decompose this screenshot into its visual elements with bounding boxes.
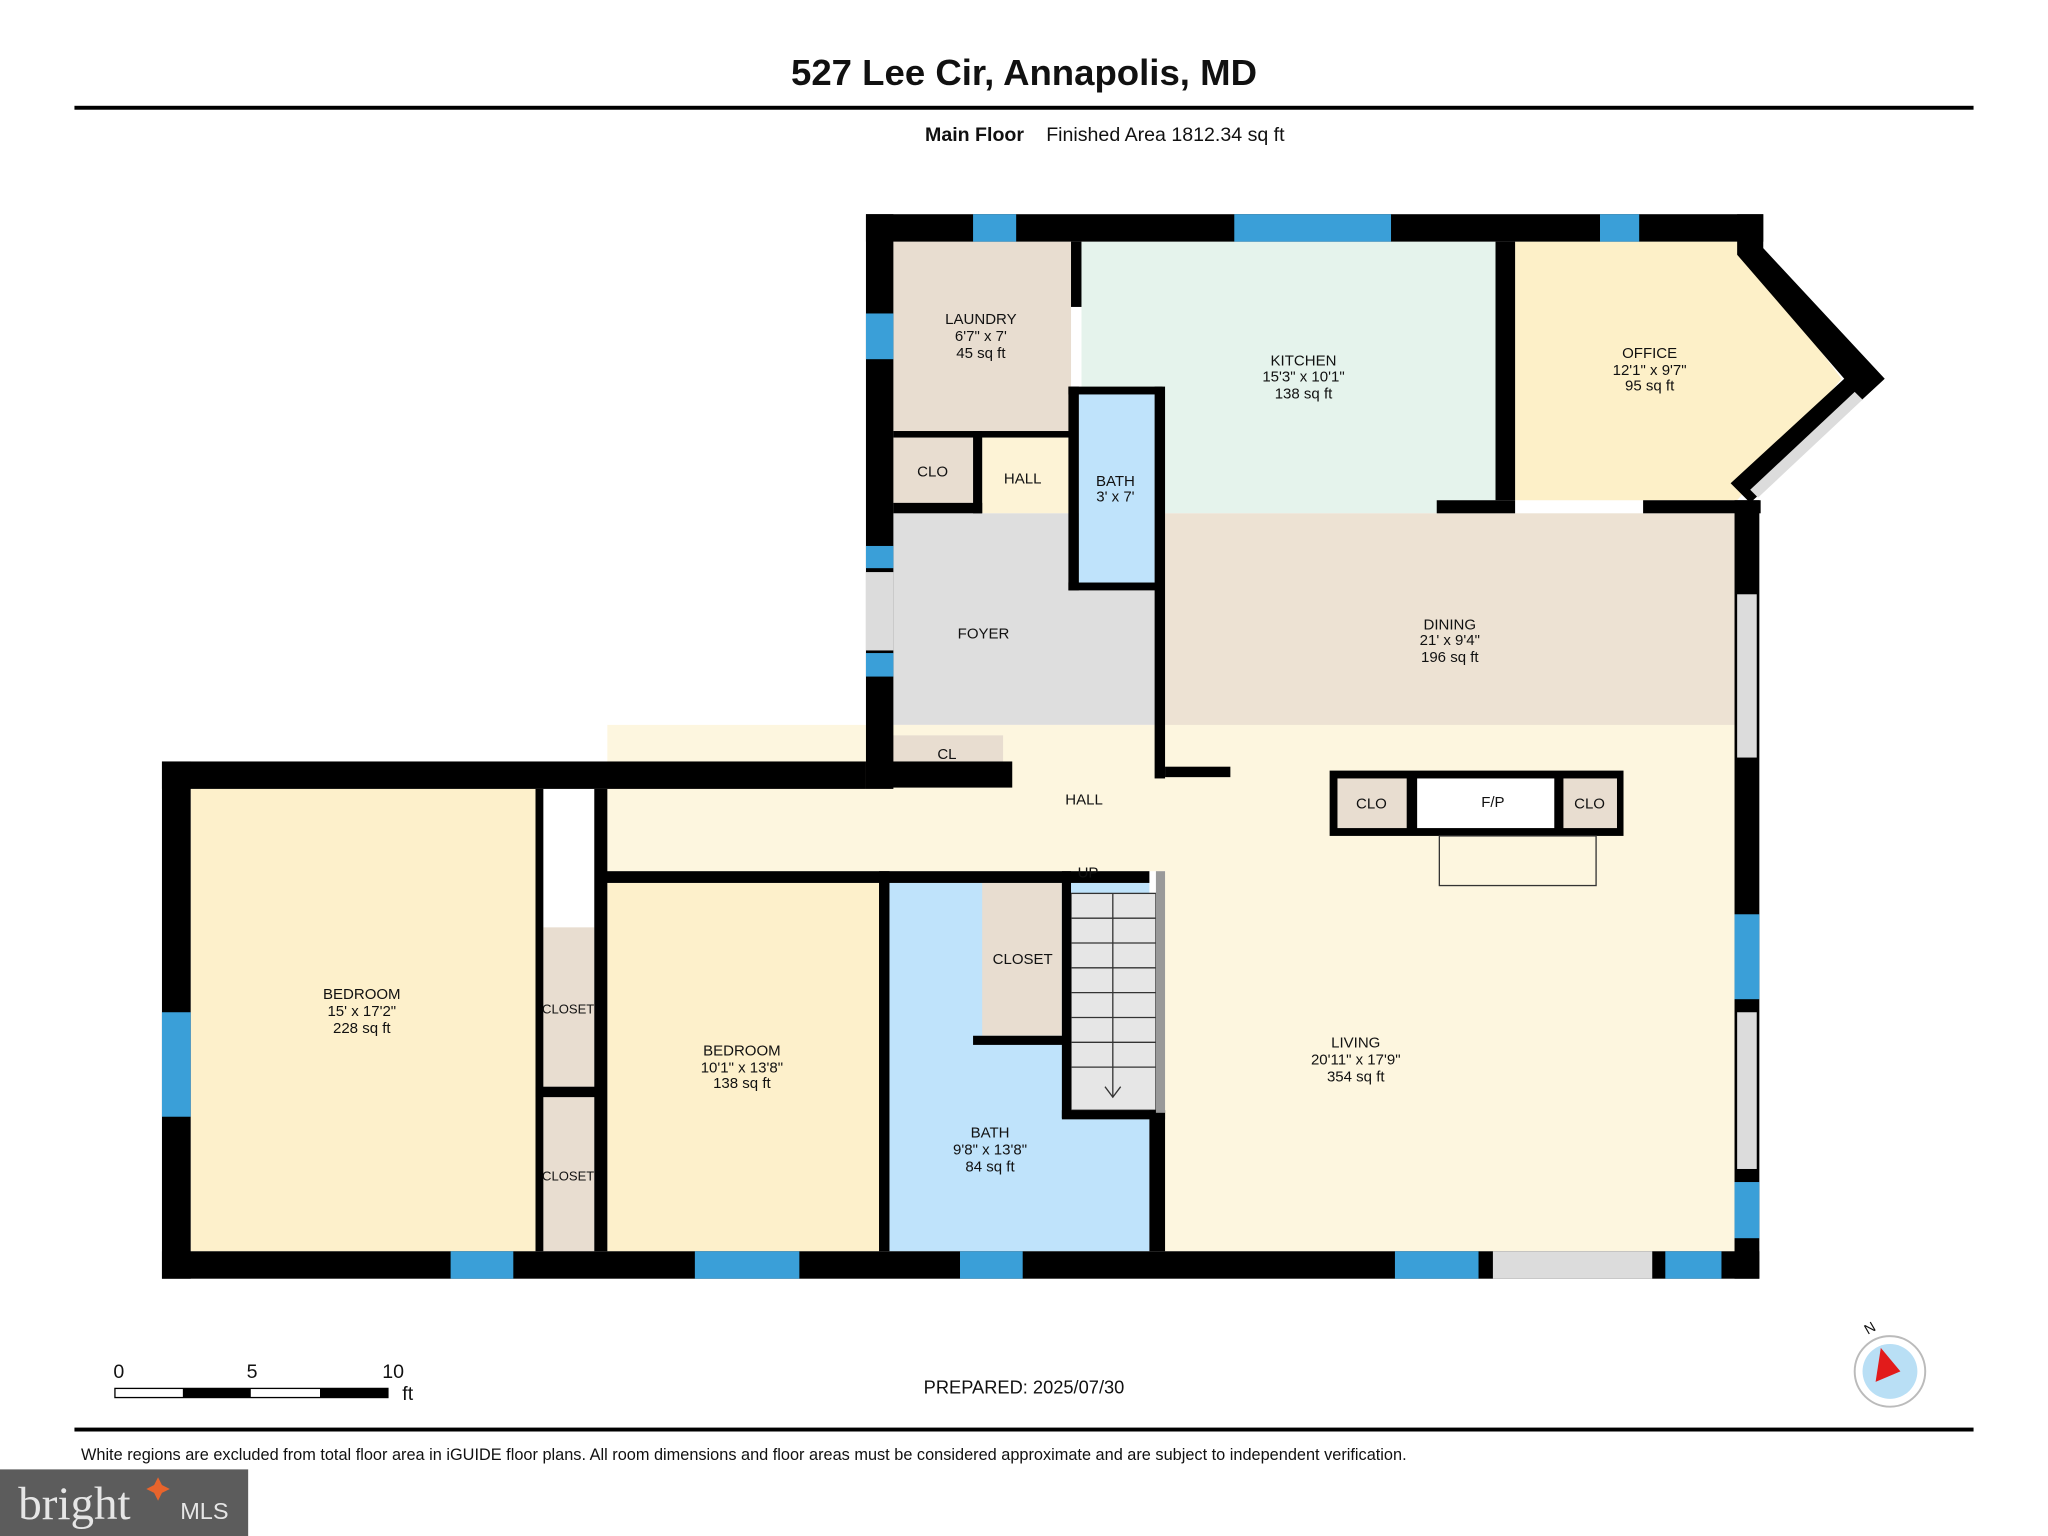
room-laundry [893, 241, 1072, 432]
scale-bar: 0 5 10 ft [113, 1361, 413, 1405]
logo-text: bright [18, 1478, 130, 1530]
room-fills [190, 241, 1842, 1252]
dining-area: 196 sq ft [1421, 649, 1479, 666]
room-fireplace [1417, 778, 1555, 829]
bath-small-name: BATH [1096, 473, 1135, 490]
office-name: OFFICE [1622, 345, 1677, 362]
doors [865, 391, 1863, 1279]
room-dining [1165, 513, 1735, 767]
office-dims: 12'1" x 9'7" [1613, 362, 1687, 379]
windows [161, 214, 1760, 1279]
scale-tick-0: 0 [113, 1361, 124, 1383]
bright-mls-logo: bright MLS [0, 1469, 249, 1536]
room-labels: LAUNDRY 6'7" x 7' 45 sq ft KITCHEN 15'3"… [323, 311, 1687, 1184]
scale-tick-5: 5 [247, 1361, 258, 1383]
page-title: 527 Lee Cir, Annapolis, MD [791, 52, 1257, 93]
finished-area: Finished Area 1812.34 sq ft [1046, 124, 1285, 146]
bedroom2-area: 138 sq ft [713, 1075, 771, 1092]
dining-name: DINING [1424, 617, 1477, 634]
laundry-area: 45 sq ft [956, 345, 1006, 362]
stair-treads [1071, 893, 1156, 1099]
bedroom1-name: BEDROOM [323, 986, 401, 1003]
room-bedroom1 [190, 788, 536, 1252]
compass-label: N [1862, 1319, 1879, 1338]
foyer-label: FOYER [958, 626, 1010, 643]
bath-area: 84 sq ft [965, 1159, 1015, 1176]
room-closet1 [543, 927, 595, 1087]
bath-small-dims: 3' x 7' [1096, 489, 1134, 506]
living-area: 354 sq ft [1327, 1068, 1385, 1085]
room-clo-laundry [893, 437, 974, 503]
fireplace-label: F/P [1481, 794, 1504, 811]
room-clo-right [1563, 778, 1617, 829]
floor-label: Main Floor [925, 124, 1024, 146]
dining-dims: 21' x 9'4" [1420, 632, 1480, 649]
clo-right-label: CLO [1574, 795, 1605, 812]
closet1-label: CLOSET [542, 1002, 594, 1017]
room-closet2 [543, 1097, 595, 1252]
kitchen-area: 138 sq ft [1275, 385, 1333, 402]
cl-label: CL [937, 746, 956, 763]
room-living [1165, 766, 1735, 1252]
logo-suffix: MLS [180, 1498, 228, 1524]
compass-north-icon: N [1853, 1319, 1927, 1408]
stairs-up-label: UP [1078, 865, 1099, 882]
scale-tick-10: 10 [382, 1361, 404, 1383]
scale-unit: ft [402, 1383, 413, 1405]
room-bedroom2 [607, 882, 880, 1252]
laundry-dims: 6'7" x 7' [955, 328, 1007, 345]
header-divider [74, 105, 1974, 110]
living-dims: 20'11" x 17'9" [1311, 1051, 1401, 1068]
bedroom2-dims: 10'1" x 13'8" [701, 1059, 783, 1076]
prepared-date: PREPARED: 2025/07/30 [924, 1377, 1125, 1398]
bedroom2-name: BEDROOM [703, 1042, 781, 1059]
disclaimer: White regions are excluded from total fl… [81, 1446, 1407, 1464]
closet2-label: CLOSET [542, 1169, 594, 1184]
room-hall-small [982, 437, 1069, 514]
room-clo-left [1337, 778, 1407, 829]
bedroom1-area: 228 sq ft [333, 1020, 391, 1037]
bath-name: BATH [971, 1125, 1010, 1142]
kitchen-name: KITCHEN [1271, 353, 1337, 370]
office-area: 95 sq ft [1625, 378, 1675, 395]
room-bath-small [1078, 394, 1155, 583]
closet3-label: CLOSET [993, 951, 1053, 968]
living-name: LIVING [1331, 1035, 1380, 1052]
hall-label: HALL [1065, 792, 1103, 809]
bath-dims: 9'8" x 13'8" [953, 1142, 1027, 1159]
hall-small-label: HALL [1004, 470, 1042, 487]
kitchen-dims: 15'3" x 10'1" [1262, 368, 1344, 385]
laundry-name: LAUNDRY [945, 311, 1017, 328]
footer-divider [74, 1427, 1974, 1432]
hearth [1438, 835, 1597, 887]
clo-laundry-label: CLO [917, 464, 948, 481]
room-closet3 [982, 882, 1062, 1036]
clo-left-label: CLO [1356, 795, 1387, 812]
room-office [1515, 241, 1842, 501]
bedroom1-dims: 15' x 17'2" [327, 1003, 396, 1020]
